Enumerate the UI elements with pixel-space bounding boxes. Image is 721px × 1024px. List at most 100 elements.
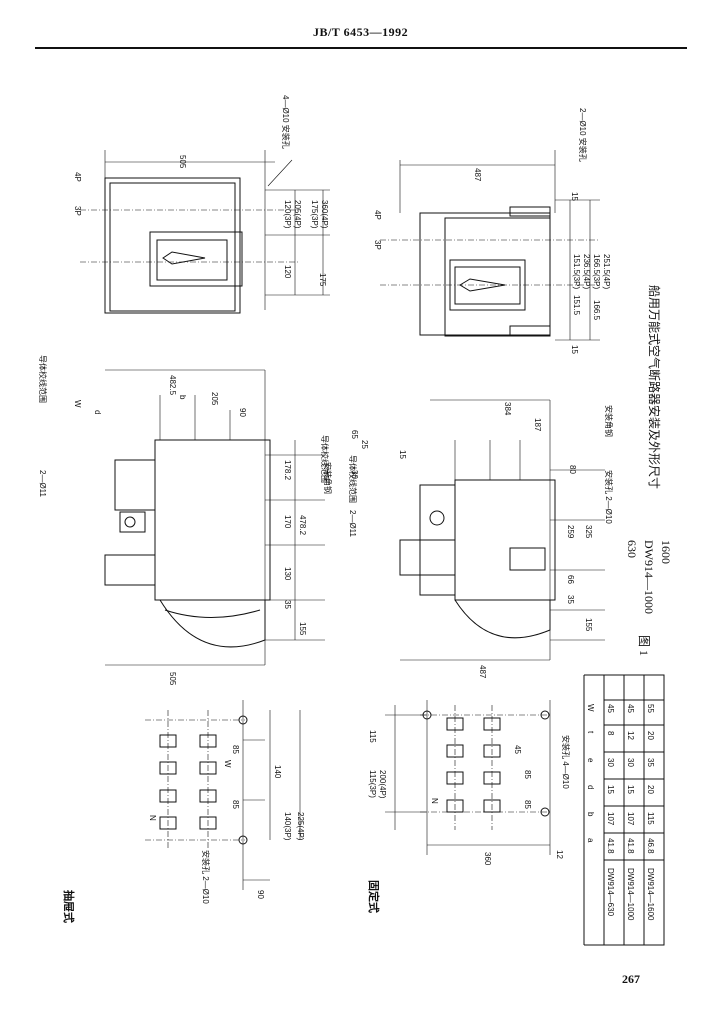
dim-505-b: 505 [168, 672, 177, 686]
dim-35-a: 35 [283, 600, 292, 609]
section-drawout: 抽屉式 [62, 890, 76, 923]
dim-178.2: 178.2 [283, 460, 292, 481]
dim-487-b: 487 [478, 665, 487, 679]
th-a: a [586, 838, 595, 843]
td-r1-e: 30 [626, 758, 635, 767]
td-r1-t: 12 [626, 731, 635, 740]
dim-115-3p: 115(3P) [368, 770, 377, 798]
fixed-side-view: 384 187 80 259 325 66 35 155 487 安装角钢 安装… [348, 399, 614, 679]
td-r2-d: 20 [646, 785, 655, 794]
dim-90: 90 [238, 408, 247, 417]
label-3p-a: 3P [73, 206, 82, 216]
dim-d-a: d [93, 410, 102, 414]
dim-30: 30 [350, 470, 359, 479]
dim-66: 66 [566, 575, 575, 584]
model-1600: 1600 [659, 540, 673, 564]
label-hole-2-11-b: 2—Ø11 [348, 510, 357, 538]
dim-478.2: 478.2 [298, 515, 307, 536]
dim-W-b: W [223, 760, 232, 768]
dim-200-4p: 200(4P) [378, 770, 387, 799]
th-t: t [586, 731, 595, 734]
label-4p-b: 4P [373, 210, 382, 220]
page-number: 267 [622, 972, 640, 986]
dim-360-4p: 360(4P) [320, 200, 329, 229]
label-conductor-a: 导体校线范围 [320, 435, 330, 483]
td-r0-model: DW914—630 [606, 868, 615, 917]
dim-151.5-3p: 151.5(3P) [572, 254, 581, 289]
dim-384: 384 [503, 402, 512, 416]
figure-number: 图 1 [637, 635, 651, 656]
td-r1-model: DW914—1000 [626, 868, 635, 921]
dim-140: 140 [273, 765, 282, 779]
td-r2-W: 55 [646, 704, 655, 713]
label-install-angle-b: 安装角钢 [604, 405, 614, 437]
label-conductor-c: 导体校线范围 [348, 455, 358, 503]
label-install-angle-a: 安装角钢 [323, 462, 333, 494]
dim-360-b: 360 [483, 852, 492, 866]
dim-15-b: 15 [570, 345, 579, 354]
dim-120-3p: 120(3P) [283, 200, 292, 229]
td-r0-b: 107 [606, 812, 615, 826]
th-d: d [586, 785, 595, 789]
drawout-hole-pattern: 85 85 140 140(3P) 225(4P) 90 W N 安装孔 2—Ø… [62, 700, 305, 923]
model-1000: DW914—1000 [642, 540, 656, 614]
label-hole-2-11-a: 2—Ø11 [38, 470, 47, 498]
standard-header: JB/T 6453—1992 [312, 25, 409, 39]
figure-caption: 图 1 630 DW914—1000 1600 船用万能式空气断路器安装及外形尺… [625, 285, 673, 656]
dimension-table: a b d e t W DW914—630 41.8 107 15 30 8 4… [583, 674, 665, 946]
section-fixed: 固定式 [367, 880, 381, 913]
td-r0-W: 45 [606, 704, 615, 713]
th-b: b [586, 812, 595, 817]
dim-166.5: 166.5 [592, 300, 601, 321]
dim-N-b: N [430, 798, 439, 804]
td-r2-t: 20 [646, 731, 655, 740]
dim-205: 205 [210, 392, 219, 406]
dim-251.5-4p: 251.5(4P) [602, 254, 611, 289]
dim-151.5: 151.5 [572, 295, 581, 316]
dim-155-b: 155 [584, 618, 593, 632]
label-mount-hole-a: 4—Ø10 安装孔 [281, 95, 291, 149]
dim-166.5-3p: 166.5(3P) [592, 254, 601, 289]
dim-b-a: b [178, 395, 187, 400]
label-mount-hole-b: 2—Ø10 安装孔 [578, 108, 588, 162]
dim-175-3p: 175(3P) [310, 200, 319, 229]
header-rule [35, 47, 687, 49]
td-r0-a: 41.8 [606, 838, 615, 854]
th-W: W [586, 704, 595, 712]
td-r2-model: DW914—1600 [646, 868, 655, 921]
dim-155-a: 155 [298, 622, 307, 636]
dim-45: 45 [513, 745, 522, 754]
fixed-front-view: 487 2—Ø10 安装孔 15 151.5(3P) 236.5(4P) 166… [373, 108, 611, 354]
dim-15-a: 15 [570, 192, 579, 201]
dim-187: 187 [533, 418, 542, 432]
dim-85-b: 85 [231, 800, 240, 809]
dim-90-b: 90 [256, 890, 265, 899]
dim-85-d: 85 [523, 800, 532, 809]
dim-505-a: 505 [178, 155, 187, 169]
label-mount-hole-2-10: 安装孔 2—Ø10 [201, 850, 211, 904]
label-install-hole-2-10: 安装孔 2—Ø10 [604, 470, 614, 524]
model-630: 630 [625, 540, 639, 558]
dim-170: 170 [283, 515, 292, 529]
dim-140-3p: 140(3P) [283, 812, 292, 841]
dim-85-c: 85 [523, 770, 532, 779]
dim-225-4p: 225(4P) [296, 812, 305, 841]
td-r1-b: 107 [626, 812, 635, 826]
dim-482.5: 482.5 [168, 375, 177, 396]
td-r2-e: 35 [646, 758, 655, 767]
dim-65: 65 [350, 430, 359, 439]
dim-259: 259 [566, 525, 575, 539]
drawout-front-view: 505 120(3P) 205(4P) 175(3P) 360(4P) 120 … [73, 95, 330, 314]
dim-15-c: 15 [398, 450, 407, 459]
dim-12: 12 [555, 850, 564, 859]
dim-N-a: N [148, 815, 157, 821]
dim-115: 115 [368, 730, 377, 743]
fixed-hole-pattern: 115 115(3P) 200(4P) 45 85 85 360 12 N 安装… [367, 700, 571, 913]
label-4p-a: 4P [73, 172, 82, 182]
td-r1-W: 45 [626, 704, 635, 713]
label-mount-hole-4-10-c: 安装孔 4—Ø10 [561, 735, 571, 789]
drawout-side-view: 482.5 205 90 178.2 170 478.2 130 35 155 … [38, 355, 333, 686]
td-r2-a: 46.8 [646, 838, 655, 854]
dim-487-a: 487 [473, 168, 482, 182]
